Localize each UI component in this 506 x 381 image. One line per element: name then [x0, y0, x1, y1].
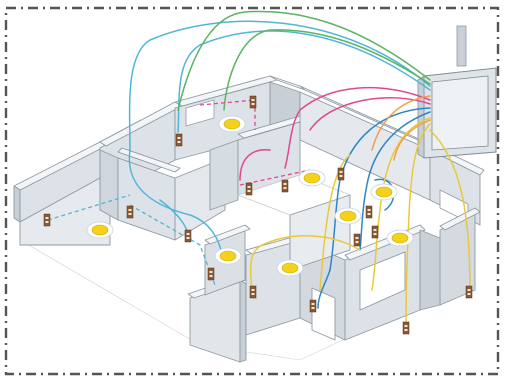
wire-cyan-1: [128, 20, 431, 151]
wall-switch-icon: [309, 299, 317, 313]
ceiling-light-icon: [218, 115, 246, 133]
wall-switch-icon: [281, 179, 289, 193]
wall-switch-icon: [371, 225, 379, 239]
wall-partition-4: [209, 139, 239, 211]
walls: [13, 75, 485, 363]
wire-cyan-2: [177, 30, 431, 133]
wall-switch-icon: [353, 233, 361, 247]
wire-yellow-5: [319, 154, 351, 291]
ceiling-light-icon: [386, 229, 414, 247]
dash-dot-frame: [4, 6, 500, 376]
ceiling-light-icon: [214, 247, 242, 265]
wire-cyan-3: [128, 149, 223, 257]
wall-switch-icon: [126, 205, 134, 219]
window-back: [185, 99, 215, 127]
wire-blue-2: [359, 111, 431, 251]
wall-switch-icon: [245, 182, 253, 196]
wall-partition-2-top: [117, 147, 181, 173]
wall-switch-icon: [184, 229, 192, 243]
wire-pink-dash-1: [239, 169, 311, 186]
ceiling-light-icon: [298, 169, 326, 187]
wall-right-front-top: [439, 207, 481, 231]
wire-green-2: [223, 29, 431, 111]
panel-conduit: [456, 25, 467, 67]
wall-front-right-opening: [359, 251, 406, 311]
ceiling-light-icon: [86, 221, 114, 239]
ceiling-light-icon: [334, 207, 362, 225]
wall-switch-icon: [43, 213, 51, 227]
wire-pink-3: [239, 149, 271, 181]
wire-orange-1: [371, 95, 431, 151]
wall-switch-icon: [207, 267, 215, 281]
wall-switch-icon: [465, 285, 473, 299]
wire-pink-1: [284, 86, 431, 169]
wall-left-end: [13, 185, 21, 223]
electrical-panel-icon: [417, 25, 497, 159]
wire-cyan-dash-2: [129, 204, 216, 286]
wall-switch-icon: [402, 321, 410, 335]
wall-front-left-side: [239, 279, 247, 363]
wall-partition-1: [99, 149, 119, 221]
wire-blue-3: [317, 269, 331, 309]
ceiling-light-icon: [276, 259, 304, 277]
wall-switches: [43, 95, 473, 335]
ceiling-light-icon: [370, 183, 398, 201]
wire-orange-2: [393, 119, 431, 161]
wire-yellow-3: [429, 129, 471, 291]
wire-yellow-1: [371, 117, 431, 291]
wall-switch-icon: [337, 167, 345, 181]
door-opening: [311, 287, 336, 341]
wall-front-right-corner: [419, 229, 441, 311]
panel-door: [431, 75, 489, 151]
wall-switch-icon: [175, 133, 183, 147]
ceiling-lights: [86, 115, 414, 277]
wall-switch-icon: [365, 205, 373, 219]
wall-switch-icon: [249, 95, 257, 109]
wire-cyan-dash-1: [47, 194, 131, 221]
wire-green-1: [177, 10, 431, 111]
wall-switch-icon: [249, 285, 257, 299]
wire-pink-2: [309, 97, 431, 131]
wire-yellow-4: [249, 235, 361, 291]
